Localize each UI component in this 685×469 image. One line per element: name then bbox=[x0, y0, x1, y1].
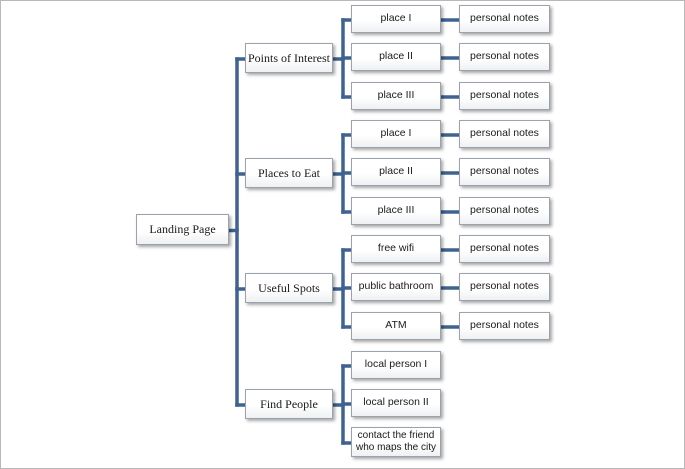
node-personal-notes: personal notes bbox=[459, 120, 550, 148]
node-local-person-2: local person II bbox=[351, 389, 441, 417]
node-personal-notes: personal notes bbox=[459, 5, 550, 33]
node-eat-place-2: place II bbox=[351, 158, 441, 186]
node-find-people: Find People bbox=[245, 389, 333, 419]
node-places-to-eat: Places to Eat bbox=[245, 158, 333, 188]
node-eat-place-3: place III bbox=[351, 197, 441, 225]
node-atm: ATM bbox=[351, 312, 441, 340]
node-free-wifi: free wifi bbox=[351, 235, 441, 263]
node-personal-notes: personal notes bbox=[459, 82, 550, 110]
node-poi-place-3: place III bbox=[351, 82, 441, 110]
node-landing-page: Landing Page bbox=[136, 214, 229, 245]
node-points-of-interest: Points of Interest bbox=[245, 43, 333, 73]
node-poi-place-1: place I bbox=[351, 5, 441, 33]
node-personal-notes: personal notes bbox=[459, 312, 550, 340]
node-poi-place-2: place II bbox=[351, 43, 441, 71]
node-personal-notes: personal notes bbox=[459, 235, 550, 263]
node-contact-friend: contact the friend who maps the city bbox=[351, 427, 441, 457]
node-personal-notes: personal notes bbox=[459, 273, 550, 301]
node-useful-spots: Useful Spots bbox=[245, 273, 333, 303]
node-personal-notes: personal notes bbox=[459, 43, 550, 71]
node-local-person-1: local person I bbox=[351, 351, 441, 379]
node-personal-notes: personal notes bbox=[459, 158, 550, 186]
node-eat-place-1: place I bbox=[351, 120, 441, 148]
node-public-bathroom: public bathroom bbox=[351, 273, 441, 301]
node-personal-notes: personal notes bbox=[459, 197, 550, 225]
